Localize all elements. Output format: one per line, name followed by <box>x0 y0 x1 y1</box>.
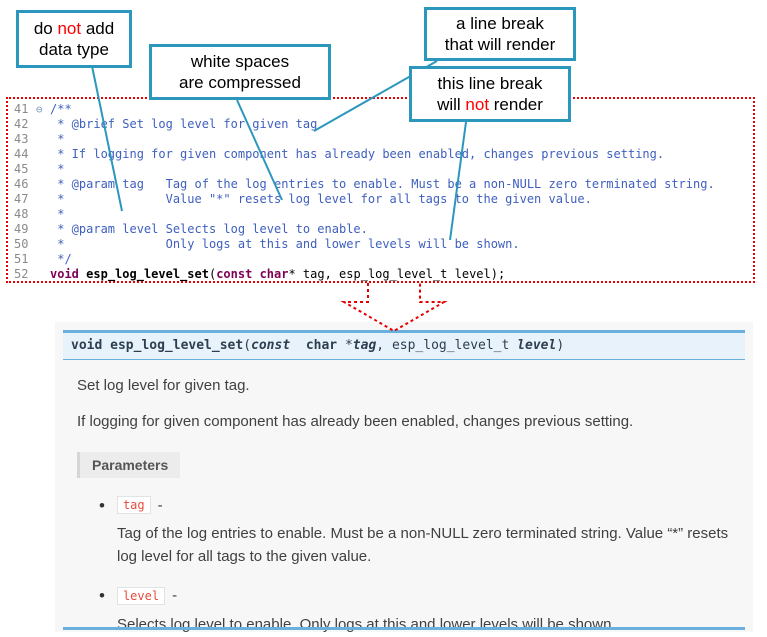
code-editor: 41 ⊖ /** 42 * @brief Set log level for giv… <box>6 97 755 283</box>
callout-line: a line break <box>456 13 544 33</box>
code-text <box>252 267 259 281</box>
signature-type-level: esp_log_level_t <box>391 338 518 353</box>
code-line: 43 * <box>8 132 753 147</box>
line-number: 47 <box>14 192 29 206</box>
signature-type-char: char <box>305 338 338 353</box>
param-head: • tag - <box>99 496 753 514</box>
line-number: 48 <box>14 207 29 221</box>
callout-line: are compressed <box>179 73 301 92</box>
code-line: 49 * @param level Selects log level to e… <box>8 222 753 237</box>
callout-line-break-not-render: this line break will not render <box>409 66 571 122</box>
next-signature-top-border <box>63 627 745 630</box>
callout-line: do not add <box>33 18 115 38</box>
code-text: * @param level Selects log level to enab… <box>50 222 368 236</box>
line-number: 49 <box>14 222 29 236</box>
code-line: 48 * <box>8 207 753 222</box>
signature-keyword-void: void <box>71 338 103 353</box>
param-head: • level - <box>99 586 753 605</box>
param-dash: - <box>172 587 178 604</box>
code-text: * Only logs at this and lower levels wil… <box>50 237 520 251</box>
code-text: * tag, esp_log_level_t level); <box>288 267 506 281</box>
doc-details-paragraph: If logging for given component has alrea… <box>77 413 634 430</box>
code-text: * <box>50 132 65 146</box>
function-signature: void esp_log_level_set(const char *tag, … <box>63 330 745 360</box>
parameters-label: Parameters <box>77 452 181 478</box>
signature-param-tag: tag <box>352 338 377 353</box>
code-text: /** <box>50 102 72 116</box>
signature-keyword-const: const <box>251 338 291 353</box>
callout-line-break-renders: a line break that will render <box>424 7 576 61</box>
signature-text: * <box>337 338 353 353</box>
code-line-declaration: 52 void esp_log_level_set(const char* tag… <box>8 267 753 282</box>
doc-brief-paragraph: Set log level for given tag. <box>77 377 250 394</box>
function-name: esp_log_level_set <box>86 267 209 281</box>
line-number: 42 <box>14 117 29 131</box>
callout-line: data type <box>39 40 109 59</box>
signature-text: ) <box>556 338 565 353</box>
bullet-icon: • <box>99 495 105 515</box>
signature-text <box>290 338 306 353</box>
code-line: 50 * Only logs at this and lower levels … <box>8 237 753 252</box>
line-number: 41 <box>14 102 29 116</box>
line-number: 52 <box>14 267 29 281</box>
code-line: 51 */ <box>8 252 753 267</box>
code-line: 42 * @brief Set log level for given tag <box>8 117 753 132</box>
param-name-chip: tag <box>116 496 151 514</box>
param-dash: - <box>157 496 163 514</box>
param-name-chip: level <box>116 586 166 605</box>
keyword-void: void <box>50 267 79 281</box>
code-line: 47 * Value "*" resets log level for all … <box>8 192 753 207</box>
line-number: 43 <box>14 132 29 146</box>
code-text: * <box>50 207 65 221</box>
rendered-docs-panel: void esp_log_level_set(const char *tag, … <box>55 322 753 633</box>
line-number: 51 <box>14 252 29 266</box>
code-text: ( <box>208 267 217 281</box>
param-item-tag: • tag - Tag of the log entries to enable… <box>99 496 753 569</box>
callout-do-not-add-data-type: do not add data type <box>16 10 132 68</box>
code-line: 41 ⊖ /** <box>8 102 753 117</box>
param-description: Tag of the log entries to enable. Must b… <box>117 525 729 566</box>
callout-white-spaces-compressed: white spaces are compressed <box>149 44 331 100</box>
line-number: 44 <box>14 147 29 161</box>
signature-text <box>102 338 110 353</box>
code-text: * @param tag Tag of the log entries to e… <box>50 177 715 191</box>
signature-function-name: esp_log_level_set <box>110 338 244 353</box>
param-description: Selects log level to enable. Only logs a… <box>117 615 616 633</box>
line-number: 50 <box>14 237 29 251</box>
signature-text: ( <box>243 338 252 353</box>
signature-text: , <box>376 338 392 353</box>
code-line: 46 * @param tag Tag of the log entries t… <box>8 177 753 192</box>
code-text: * If logging for given component has alr… <box>50 147 665 161</box>
line-number: 45 <box>14 162 29 176</box>
code-text: * <box>50 162 65 176</box>
signature-param-level: level <box>517 338 557 353</box>
code-text: */ <box>50 252 72 266</box>
code-line: 45 * <box>8 162 753 177</box>
callout-line: that will render <box>444 35 556 54</box>
line-number: 46 <box>14 177 29 191</box>
code-text: * Value "*" resets log level for all tag… <box>50 192 592 206</box>
keyword-char: char <box>259 267 289 281</box>
bullet-icon: • <box>99 586 105 605</box>
fold-marker-icon[interactable]: ⊖ <box>36 103 43 116</box>
code-line: 44 * If logging for given component has … <box>8 147 753 162</box>
callout-line: will not render <box>437 95 543 114</box>
code-text: * @brief Set log level for given tag <box>50 117 318 131</box>
callout-line: this line break <box>437 73 543 93</box>
keyword-const: const <box>216 267 253 281</box>
callout-line: white spaces <box>190 51 290 71</box>
